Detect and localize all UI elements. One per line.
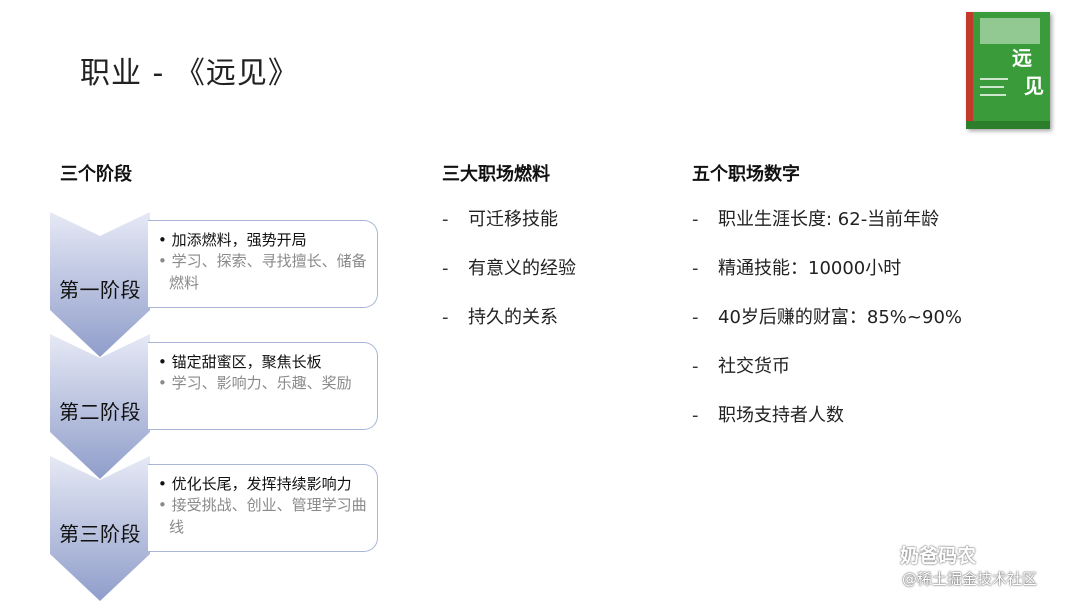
stage-1-main: 加添燃料，强势开局 xyxy=(158,230,369,250)
stage-1-sub: 学习、探索、寻找擅长、储备燃料 xyxy=(158,250,369,294)
page-title: 职业 - 《远见》 xyxy=(80,56,299,91)
stage-1-label: 第一阶段 xyxy=(59,278,141,302)
list-item: -职场支持者人数 xyxy=(692,405,844,426)
stage-3-sub: 接受挑战、创业、管理学习曲线 xyxy=(158,494,369,538)
list-item: -有意义的经验 xyxy=(442,258,576,279)
stage-arrows xyxy=(50,212,150,601)
fuels-heading: 三大职场燃料 xyxy=(442,164,550,185)
book-title-char-1: 远 xyxy=(1012,46,1032,70)
stage-1-chevron xyxy=(50,212,150,357)
list-item: -40岁后赚的财富：85%~90% xyxy=(692,307,963,328)
stage-3-box: 优化长尾，发挥持续影响力 接受挑战、创业、管理学习曲线 xyxy=(148,464,378,552)
watermark-channel-name: 奶爸码农 xyxy=(900,545,977,567)
list-item: -职业生涯长度: 62-当前年龄 xyxy=(692,209,940,230)
book-cover-image: 远 见 xyxy=(966,12,1050,129)
numbers-list: -职业生涯长度: 62-当前年龄 -精通技能：10000小时 -40岁后赚的财富… xyxy=(692,208,962,453)
stage-2-box: 锚定甜蜜区，聚焦长板 学习、影响力、乐趣、奖励 xyxy=(148,342,378,430)
stage-2-label: 第二阶段 xyxy=(59,400,141,424)
list-item: -社交货币 xyxy=(692,356,790,377)
numbers-heading: 五个职场数字 xyxy=(692,164,800,185)
stage-3-chevron xyxy=(50,456,150,601)
stage-2-chevron xyxy=(50,334,150,479)
stages-heading: 三个阶段 xyxy=(60,164,132,185)
watermark-community: @稀土掘金技术社区 xyxy=(902,570,1038,588)
stage-1-box: 加添燃料，强势开局 学习、探索、寻找擅长、储备燃料 xyxy=(148,220,378,308)
list-item: -持久的关系 xyxy=(442,307,558,328)
book-spine xyxy=(966,12,973,129)
fuels-list: -可迁移技能 -有意义的经验 -持久的关系 xyxy=(442,208,576,355)
stage-2-sub: 学习、影响力、乐趣、奖励 xyxy=(158,372,369,394)
list-item: -精通技能：10000小时 xyxy=(692,258,902,279)
book-title-char-2: 见 xyxy=(1024,74,1044,98)
stage-3-label: 第三阶段 xyxy=(59,522,141,546)
stage-3-main: 优化长尾，发挥持续影响力 xyxy=(158,474,369,494)
stage-2-main: 锚定甜蜜区，聚焦长板 xyxy=(158,352,369,372)
list-item: -可迁移技能 xyxy=(442,209,558,230)
